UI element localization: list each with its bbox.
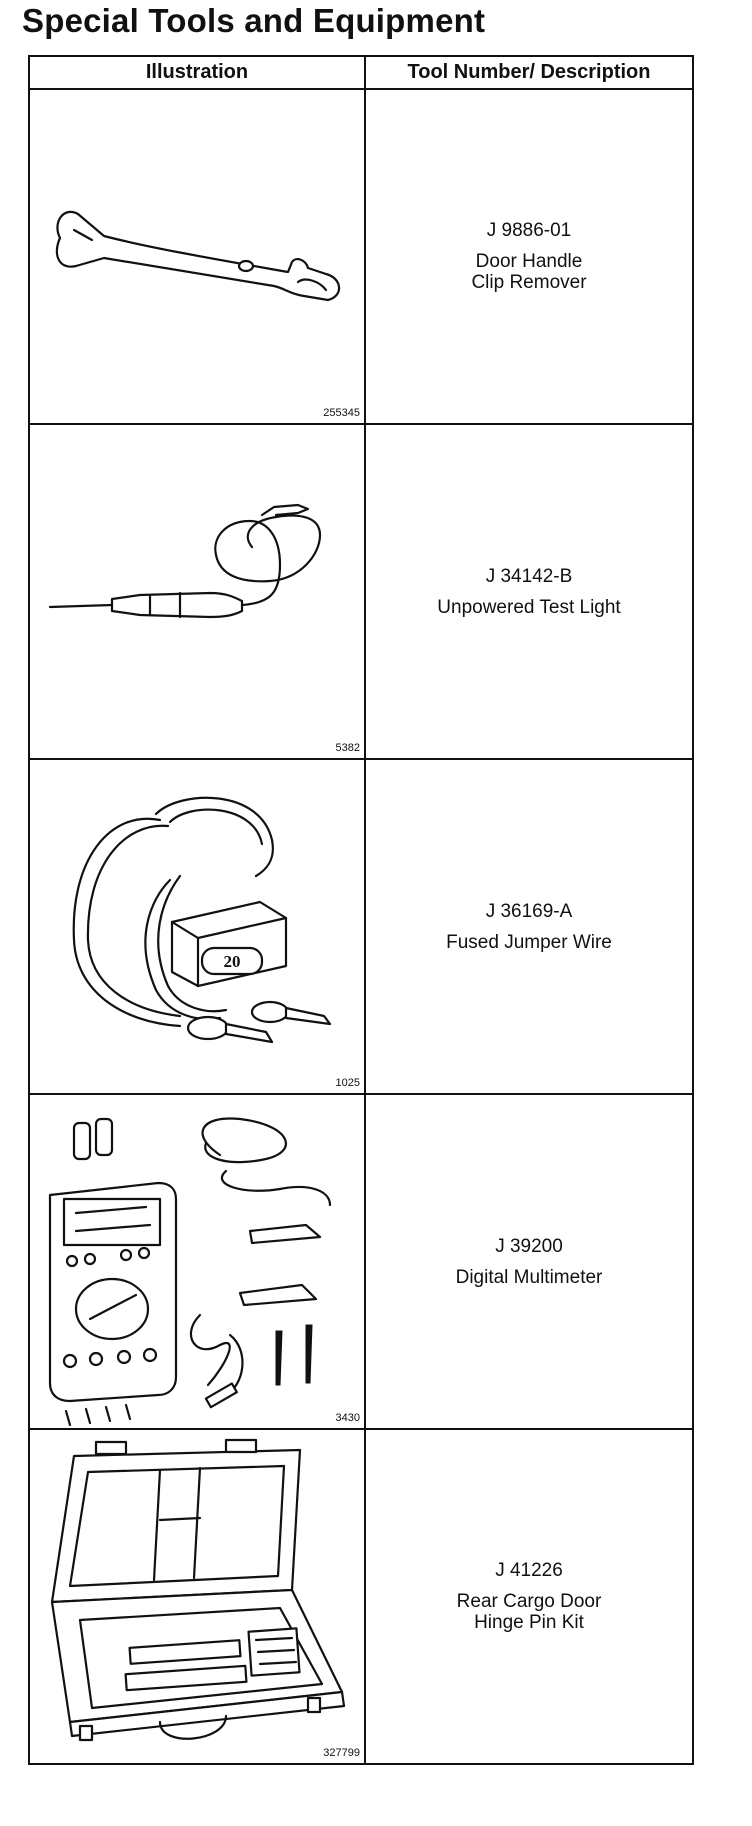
tool-description-line: Digital Multimeter [455, 1266, 603, 1288]
tool-description-line: Clip Remover [471, 272, 587, 293]
fused-jumper-wire-icon: 20 [72, 796, 332, 1044]
tool-description-line: Rear Cargo Door [456, 1591, 602, 1612]
table-row: 5382 J 34142-B Unpowered Test Light [28, 423, 694, 760]
tool-description-line: Unpowered Test Light [437, 596, 621, 618]
tool-description-line: Door Handle [475, 251, 583, 272]
column-header-description: Tool Number/ Description [364, 55, 694, 90]
tool-number: J 39200 [495, 1235, 563, 1257]
tool-description-cell: J 36169-A Fused Jumper Wire [364, 758, 694, 1095]
tool-number: J 36169-A [485, 900, 573, 922]
tool-description-cell: J 9886-01 Door Handle Clip Remover [364, 88, 694, 425]
door-handle-clip-remover-icon [55, 210, 341, 302]
tool-description-line: Hinge Pin Kit [474, 1612, 584, 1633]
figure-number: 327799 [323, 1747, 360, 1759]
illustration-cell: 327799 [28, 1428, 366, 1765]
test-light-icon [48, 503, 322, 619]
figure-number: 1025 [335, 1077, 360, 1089]
illustration-cell: 255345 [28, 88, 366, 425]
figure-number: 3430 [335, 1412, 360, 1424]
fuse-rating-label: 20 [224, 952, 241, 971]
table-header-row: Illustration Tool Number/ Description [28, 55, 694, 90]
tool-description-cell: J 34142-B Unpowered Test Light [364, 423, 694, 760]
column-header-illustration: Illustration [28, 55, 366, 90]
page-title: Special Tools and Equipment [22, 2, 486, 39]
figure-number: 255345 [323, 407, 360, 419]
tool-number: J 34142-B [485, 565, 573, 587]
tool-description-line: Fused Jumper Wire [446, 931, 612, 953]
table-row: 327799 J 41226 Rear Cargo Door Hinge Pin… [28, 1428, 694, 1765]
tool-description-cell: J 41226 Rear Cargo Door Hinge Pin Kit [364, 1428, 694, 1765]
illustration-cell: 3430 [28, 1093, 366, 1430]
digital-multimeter-icon [48, 1117, 332, 1427]
illustration-cell: 5382 [28, 423, 366, 760]
illustration-cell: 20 1025 [28, 758, 366, 1095]
tool-description-cell: J 39200 Digital Multimeter [364, 1093, 694, 1430]
table-row: 255345 J 9886-01 Door Handle Clip Remove… [28, 88, 694, 425]
table-row: 20 1025 J 36169-A Fused Jumper Wire [28, 758, 694, 1095]
figure-number: 5382 [335, 742, 360, 754]
special-tools-table: Illustration Tool Number/ Description 25… [28, 55, 694, 1765]
table-row: 3430 J 39200 Digital Multimeter [28, 1093, 694, 1430]
hinge-pin-kit-case-icon [50, 1438, 346, 1742]
tool-number: J 41226 [495, 1560, 563, 1581]
tool-number: J 9886-01 [486, 220, 572, 241]
